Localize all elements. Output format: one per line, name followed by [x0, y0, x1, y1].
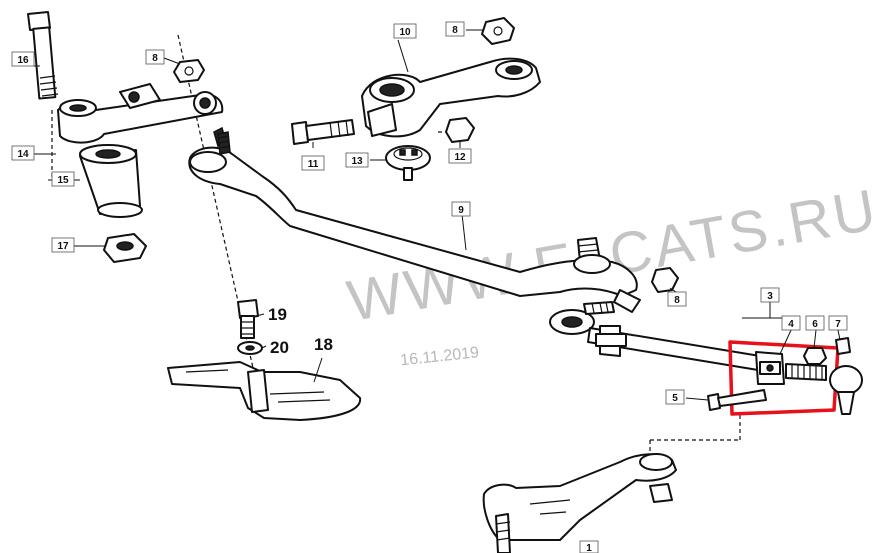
part-17-nut: [103, 233, 147, 263]
highlight-box: [728, 340, 840, 416]
part-16-bolt: [27, 11, 59, 100]
callout-11: 11: [301, 155, 325, 171]
callout-9: 9: [451, 201, 471, 217]
part-10-idler-arm: [361, 57, 541, 138]
part-1-steering-arm: [482, 453, 677, 553]
svg-text:16: 16: [17, 55, 29, 66]
part-5-bolt: [707, 389, 767, 411]
svg-text:8: 8: [452, 25, 458, 36]
callout-8-top: 8: [445, 21, 465, 37]
callout-3: 3: [760, 287, 780, 303]
callout-13: 13: [345, 152, 369, 168]
svg-text:9: 9: [458, 205, 464, 216]
svg-text:4: 4: [788, 319, 794, 330]
callout-14: 14: [11, 145, 35, 161]
svg-text:1: 1: [586, 543, 592, 553]
svg-text:5: 5: [672, 393, 678, 404]
svg-text:6: 6: [812, 319, 818, 330]
part-18-guard-plate: [167, 361, 362, 421]
part-6-adjuster-sleeve: [785, 347, 827, 381]
date-stamp: 16.11.2019: [400, 344, 480, 369]
callout-10: 10: [393, 23, 417, 39]
svg-text:8: 8: [152, 53, 158, 64]
part-11-bolt: [291, 119, 355, 145]
callout-16: 16: [11, 51, 35, 67]
part-19-bolt: [237, 299, 259, 339]
part-7-ball-joint: [829, 337, 863, 415]
svg-text:13: 13: [351, 156, 363, 167]
svg-text:7: 7: [835, 319, 841, 330]
part-9-center-link: [188, 131, 641, 313]
callout-7: 7: [828, 315, 848, 331]
svg-text:14: 14: [17, 149, 29, 160]
svg-text:12: 12: [454, 152, 466, 163]
part-8-nut-top: [481, 17, 515, 45]
svg-text:3: 3: [767, 291, 773, 302]
svg-text:17: 17: [57, 241, 69, 252]
callout-8-upper-left: 8: [145, 49, 165, 65]
svg-text:10: 10: [399, 27, 411, 38]
callout-17: 17: [51, 237, 75, 253]
callout-8-right: 8: [667, 291, 687, 307]
callout-4: 4: [781, 315, 801, 331]
part-8-nut-right: [651, 267, 679, 293]
part-14-bracket: [57, 83, 227, 148]
callout-19: 19: [268, 305, 287, 324]
callout-18: 18: [314, 335, 333, 354]
part-13-grommet: [385, 145, 431, 181]
callout-15: 15: [51, 171, 75, 187]
callout-5: 5: [665, 389, 685, 405]
callout-6: 6: [805, 315, 825, 331]
part-4-clamp: [755, 351, 785, 385]
part-20-washer: [237, 341, 263, 355]
part-3-tie-rod: [549, 301, 761, 371]
part-15-bushing: [79, 144, 143, 218]
svg-text:15: 15: [57, 175, 69, 186]
svg-text:11: 11: [308, 159, 319, 170]
callout-1: 1: [579, 540, 599, 553]
svg-text:8: 8: [674, 295, 680, 306]
part-8-nut-upper-left: [173, 59, 205, 83]
callout-20: 20: [270, 338, 289, 357]
part-12-nut: [445, 117, 475, 143]
callout-12: 12: [448, 148, 472, 164]
